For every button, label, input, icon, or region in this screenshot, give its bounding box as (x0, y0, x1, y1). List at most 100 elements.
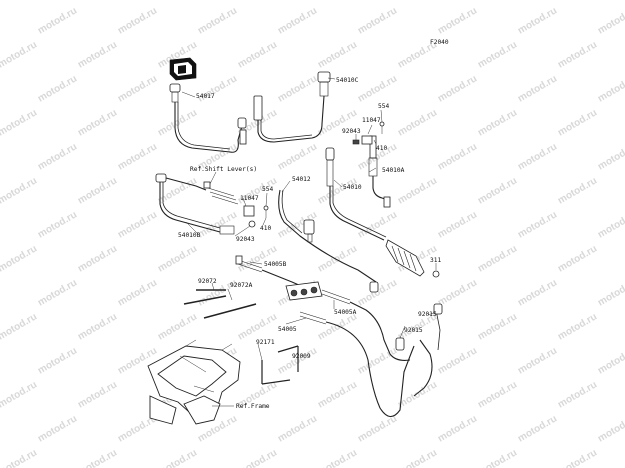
bolt-92171 (261, 360, 291, 385)
watermark-text: motod.ru (76, 243, 119, 274)
watermark-text: motod.ru (476, 379, 519, 410)
watermark-text: motod.ru (36, 413, 79, 444)
watermark-text: motod.ru (196, 209, 239, 240)
leader-lines (181, 77, 437, 407)
watermark-text: motod.ru (596, 73, 625, 104)
watermark-text: motod.ru (556, 379, 599, 410)
watermark-text: motod.ru (556, 39, 599, 70)
watermark-text: motod.ru (36, 277, 79, 308)
watermark-text: motod.ru (316, 243, 359, 274)
watermark-text: motod.ru (236, 0, 279, 3)
watermark-text: motod.ru (116, 209, 159, 240)
watermark-text: motod.ru (596, 141, 625, 172)
label-410-mid: 410 (260, 225, 271, 232)
watermark-text: motod.ru (0, 175, 39, 206)
watermark-text: motod.ru (36, 345, 79, 376)
watermark-text: motod.ru (156, 447, 199, 468)
label-11047-mid: 11047 (240, 195, 259, 202)
label-54010c: 54010C (336, 77, 359, 84)
label-92072a: 92072A (230, 282, 253, 289)
watermark-text: motod.ru (556, 107, 599, 138)
watermark-text: motod.ru (0, 447, 39, 468)
watermark-text: motod.ru (76, 175, 119, 206)
watermark-text: motod.ru (76, 107, 119, 138)
watermark-text: motod.ru (316, 311, 359, 342)
watermark-text: motod.ru (516, 5, 559, 36)
watermark-text: motod.ru (116, 73, 159, 104)
watermark-text: motod.ru (396, 175, 439, 206)
watermark-text: motod.ru (516, 413, 559, 444)
watermark-text: motod.ru (116, 141, 159, 172)
cable-54010 (325, 147, 440, 278)
figure-code: F2040 (430, 39, 449, 46)
watermark-text: motod.ru (396, 107, 439, 138)
watermark-text: motod.ru (76, 0, 119, 3)
watermark-text: motod.ru (476, 243, 519, 274)
watermark-text: motod.ru (356, 73, 399, 104)
watermark-text: motod.ru (276, 5, 319, 36)
watermark-text: motod.ru (436, 413, 479, 444)
watermark-text: motod.ru (0, 39, 39, 70)
watermark-text: motod.ru (76, 39, 119, 70)
cable-54010a (352, 121, 391, 208)
label-92072: 92072 (198, 278, 217, 285)
label-54010: 54010 (343, 184, 362, 191)
label-54005a: 54005A (334, 309, 357, 316)
watermark-text: motod.ru (0, 243, 39, 274)
watermark-text: motod.ru (156, 243, 199, 274)
cable-54010b (155, 173, 269, 235)
cable-54005a (321, 289, 411, 361)
watermark-text: motod.ru (436, 141, 479, 172)
watermark-text: motod.ru (596, 277, 625, 308)
label-554-mid: 554 (262, 186, 273, 193)
cable-54005b (235, 255, 323, 301)
label-92009: 92009 (292, 353, 311, 360)
rod-92072 (183, 289, 227, 305)
watermark-text: motod.ru (596, 209, 625, 240)
label-92171: 92171 (256, 339, 275, 346)
watermark-text: motod.ru (596, 345, 625, 376)
watermark-text: motod.ru (436, 345, 479, 376)
frame-section (147, 339, 241, 425)
watermark-text: motod.ru (156, 107, 199, 138)
watermark-text: motod.ru (516, 141, 559, 172)
watermark-text: motod.ru (556, 243, 599, 274)
watermark-text: motod.ru (76, 311, 119, 342)
watermark-text: motod.ru (356, 5, 399, 36)
watermark-text: motod.ru (116, 5, 159, 36)
label-554-top: 554 (378, 103, 389, 110)
watermark-text: motod.ru (156, 0, 199, 3)
label-54005: 54005 (278, 326, 297, 333)
watermark-text: motod.ru (0, 107, 39, 138)
watermark-text: motod.ru (36, 5, 79, 36)
front-direction-icon (169, 57, 197, 81)
label-54010a: 54010A (382, 167, 405, 174)
watermark-text: motod.ru (356, 413, 399, 444)
watermark-text: motod.ru (276, 141, 319, 172)
label-410-top: 410 (376, 145, 387, 152)
label-92015-a: 92015 (418, 311, 437, 318)
watermark-text: motod.ru (396, 447, 439, 468)
watermark-text: motod.ru (316, 175, 359, 206)
label-11047-top: 11047 (362, 117, 381, 124)
watermark-text: motod.ru (476, 311, 519, 342)
label-92015-b: 92015 (404, 327, 423, 334)
cable-54012 (278, 189, 379, 293)
watermark-text: motod.ru (476, 39, 519, 70)
ref-shift-lever-label: Ref.Shift Lever(s) (190, 166, 257, 173)
cable-54017 (169, 83, 247, 153)
watermark-text: motod.ru (556, 175, 599, 206)
cable-54005 (299, 303, 443, 418)
watermark-text: motod.ru (76, 447, 119, 468)
label-92043-top: 92043 (342, 128, 361, 135)
watermark-text: motod.ru (0, 379, 39, 410)
cable-54010c (253, 71, 331, 143)
watermark-text: motod.ru (516, 73, 559, 104)
watermark-text: motod.ru (36, 141, 79, 172)
watermark-text: motod.ru (436, 277, 479, 308)
watermark-text: motod.ru (0, 0, 39, 3)
label-54012: 54012 (292, 176, 311, 183)
watermark-text: motod.ru (236, 311, 279, 342)
watermark-text: motod.ru (76, 379, 119, 410)
